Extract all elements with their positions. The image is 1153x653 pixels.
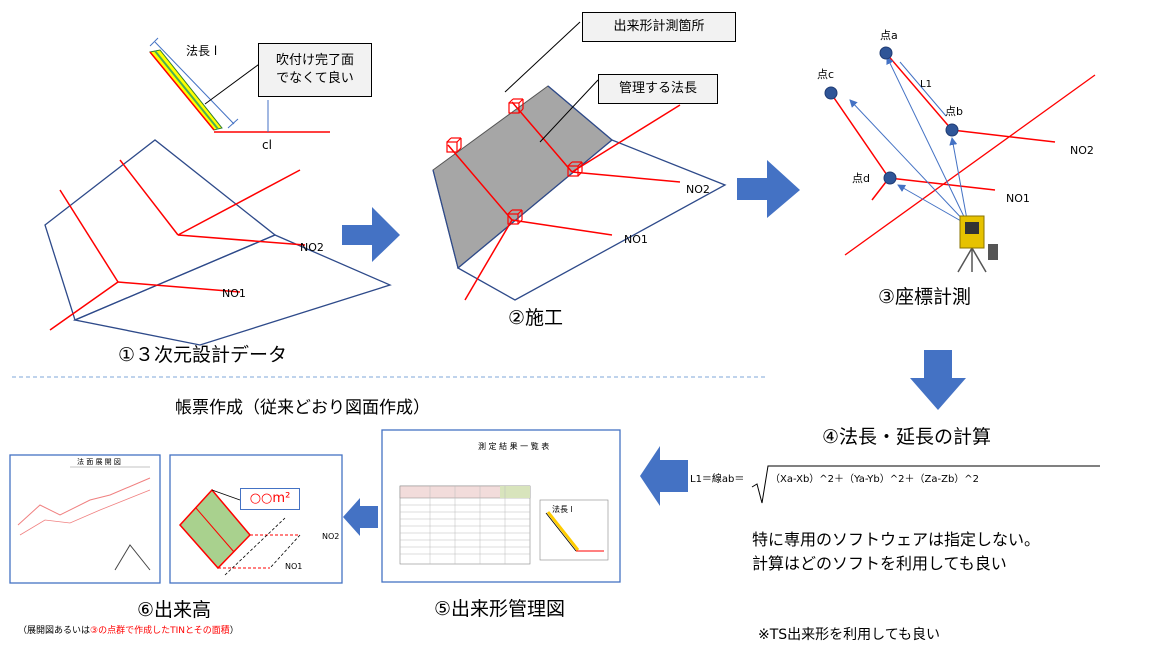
- step4-caption: ④法長・延長の計算: [822, 426, 992, 448]
- point-c-label: 点c: [817, 68, 835, 81]
- point-a-label: 点a: [880, 29, 898, 42]
- step6-subcaption: （展開図あるいは③の点群で作成したTINとその面積）: [18, 627, 239, 636]
- step5-sheet: [381, 429, 621, 583]
- formula-rhs: （Xa-Xb）^2＋（Ya-Yb）^2＋（Za-Zb）^2: [770, 474, 980, 485]
- step2-no2-label: NO2: [686, 183, 710, 196]
- point-d-label: 点d: [852, 172, 870, 185]
- point-b-label: 点b: [945, 105, 963, 118]
- step1-terrain: [44, 139, 392, 346]
- ledger-heading: 帳票作成（従来どおり図面作成）: [175, 398, 430, 418]
- measurement-points-callout: 出来形計測箇所: [582, 12, 736, 42]
- step6-no1-label: NO1: [285, 562, 303, 571]
- drawing-title: 法 面 展 開 図: [77, 458, 121, 466]
- step3-caption: ③座標計測: [878, 286, 972, 308]
- step1-no2-label: NO2: [300, 241, 324, 254]
- flow-arrow-2-3: [737, 160, 800, 218]
- step6-no2-label: NO2: [322, 532, 340, 541]
- managed-slope-length-callout: 管理する法長: [598, 74, 718, 104]
- l1-label: L1: [920, 79, 932, 90]
- step2-caption: ②施工: [508, 307, 564, 329]
- ts-note: ※TS出来形を利用しても良い: [758, 627, 941, 643]
- step5-caption: ⑤出来形管理図: [434, 598, 566, 620]
- step1-callout-line1: 吹付け完了面: [275, 53, 354, 69]
- flow-arrow-5-6: [343, 498, 378, 536]
- software-note-line2: 計算はどのソフトを利用しても良い: [752, 554, 1007, 573]
- step1-caption: ①３次元設計データ: [118, 344, 288, 366]
- step1-callout-line2: でなくて良い: [276, 71, 354, 86]
- sheet-title: 測 定 結 果 一 覧 表: [478, 442, 550, 451]
- sheet-slope-label: 法長 l: [552, 505, 573, 514]
- cl-label: cl: [262, 138, 272, 152]
- formula-lhs: L1＝線ab＝: [690, 474, 745, 485]
- step6-drawing: [9, 454, 161, 584]
- area-label-box: ○○m²: [240, 488, 300, 510]
- step1-no1-label: NO1: [222, 287, 246, 300]
- step2-no1-label: NO1: [624, 233, 648, 246]
- total-station-icon: [957, 215, 998, 273]
- flow-arrow-4-5: [640, 446, 688, 506]
- step6-subcaption-highlight: ③の点群で作成したTINとその面積: [90, 626, 230, 636]
- step6-subcaption-prefix: （展開図あるいは: [18, 626, 91, 636]
- step6-subcaption-suffix: ）: [229, 626, 239, 636]
- step2-terrain: [432, 21, 727, 301]
- slope-length-label: 法長 l: [186, 44, 218, 58]
- step1-slope-section: [149, 37, 330, 133]
- step6-area: [169, 454, 343, 584]
- flow-arrow-3-4: [910, 350, 966, 410]
- step1-callout: 吹付け完了面でなくて良い: [258, 43, 372, 97]
- step3-measurement: [824, 46, 1096, 256]
- formula-radical: [751, 465, 1100, 504]
- flow-arrow-1-2: [342, 207, 400, 262]
- software-note-line1: 特に専用のソフトウェアは指定しない。: [752, 530, 1041, 549]
- step6-caption: ⑥出来高: [137, 599, 212, 621]
- step3-no1-label: NO1: [1006, 192, 1030, 205]
- step3-no2-label: NO2: [1070, 144, 1094, 157]
